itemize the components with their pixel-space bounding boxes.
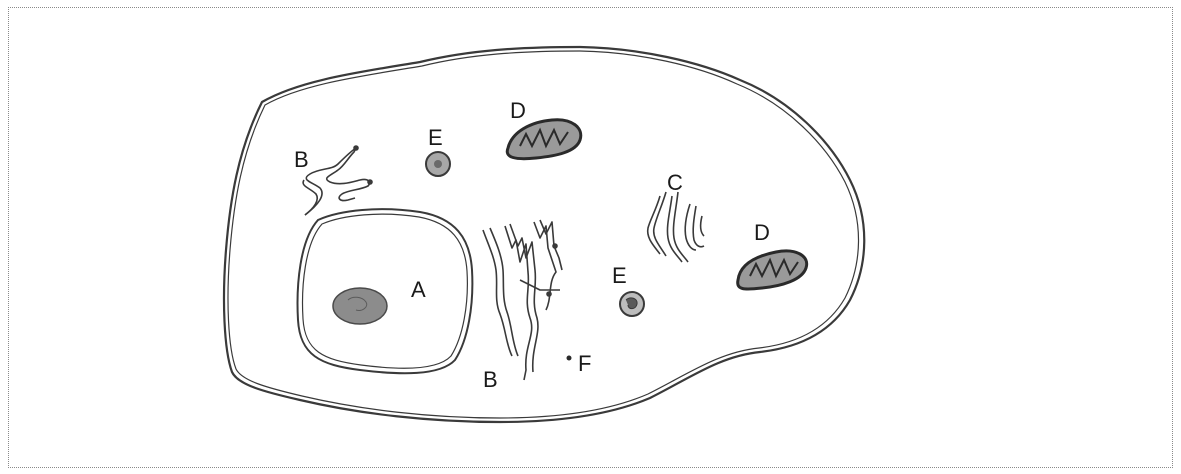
label-a: A [411, 277, 426, 302]
golgi-apparatus [648, 192, 704, 262]
label-f: F [578, 351, 591, 376]
label-b-bottom: B [483, 367, 498, 392]
mitochondrion-top [507, 120, 581, 159]
mitochondrion-right [738, 251, 807, 289]
label-e-middle: E [612, 263, 627, 288]
label-d-top: D [510, 98, 526, 123]
endoplasmic-reticulum-top [303, 146, 372, 215]
label-c: C [667, 170, 683, 195]
label-e-top: E [428, 125, 443, 150]
label-b-top: B [294, 147, 309, 172]
nucleus-envelope [298, 209, 473, 373]
label-d-right: D [754, 220, 770, 245]
nucleolus [333, 288, 387, 324]
vesicle-top [426, 152, 450, 176]
ribosome-dot [567, 356, 572, 361]
vesicle-middle [620, 292, 644, 316]
endoplasmic-reticulum-center [483, 220, 562, 380]
